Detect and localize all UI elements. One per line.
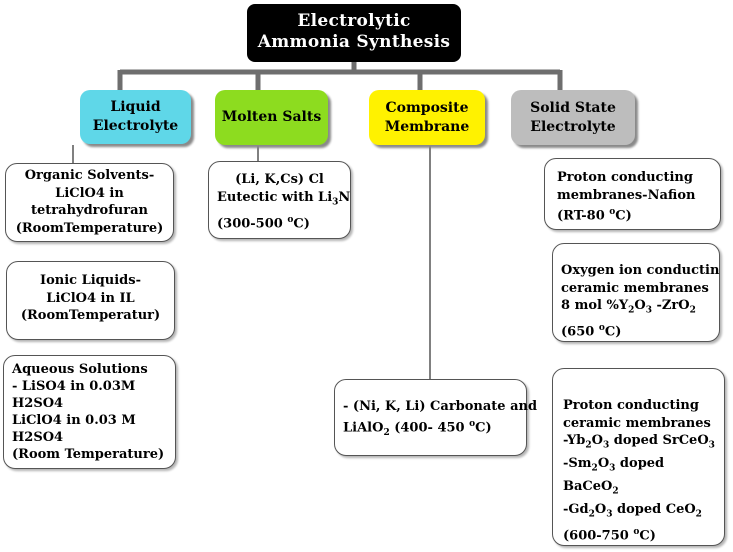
text-line: (600-750 oC) xyxy=(563,527,656,544)
text-line: - (Ni, K, Li) Carbonate and xyxy=(343,399,538,414)
category-label-line1: Composite xyxy=(385,99,469,116)
composite-membrane-box: - (Ni, K, Li) Carbonate and LiAlO2 (400-… xyxy=(334,379,538,456)
text-line: BaCeO2 xyxy=(563,479,619,497)
text-line: H2SO4 xyxy=(12,430,64,445)
text-line: (RoomTemperature) xyxy=(15,220,164,236)
text-line: Proton conducting xyxy=(557,170,693,185)
root-title-line1: Electrolytic xyxy=(297,11,411,31)
category-label-line2: Membrane xyxy=(384,118,470,135)
category-label-line1: Solid State xyxy=(530,99,616,116)
text-line: Oxygen ion conductin xyxy=(561,263,720,278)
text-line: LiClO4 in xyxy=(55,185,124,201)
category-molten-salts: Molten Salts xyxy=(215,90,328,145)
text-line: Eutectic with Li3N xyxy=(217,189,351,208)
text-line: Organic Solvents- xyxy=(24,168,155,183)
category-label-line1: Molten Salts xyxy=(221,109,322,125)
text-line: LiClO4 in IL xyxy=(46,290,135,306)
text-line: -Sm2O3 doped xyxy=(563,456,665,474)
solid-nafion-box: Proton conducting membranes-Nafion (RT-8… xyxy=(544,158,721,230)
text-line: Ionic Liquids- xyxy=(40,273,141,288)
liquid-ionic-liquids-box: Ionic Liquids- LiClO4 in IL (RoomTempera… xyxy=(6,261,175,340)
category-composite-membrane: Composite Membrane xyxy=(369,90,485,145)
text-line: - LiSO4 in 0.03M xyxy=(12,379,136,394)
text-line: -Gd2O3 doped CeO2 xyxy=(563,502,702,520)
text-line: (Li, K,Cs) Cl xyxy=(235,172,324,187)
text-line: tetrahydrofuran xyxy=(31,203,148,218)
text-line: H2SO4 xyxy=(12,396,64,411)
category-label-line2: Electrolyte xyxy=(530,118,616,135)
text-line: 8 mol %Y2O3 -ZrO2 xyxy=(561,298,696,316)
text-line: Aqueous Solutions xyxy=(12,362,148,377)
text-line: ceramic membranes xyxy=(561,280,709,296)
text-line: membranes-Nafion xyxy=(557,187,696,203)
solid-proton-ceramic-box: Proton conducting ceramic membranes -Yb2… xyxy=(552,368,725,546)
text-line: -Yb2O3 doped SrCeO3 xyxy=(563,433,715,451)
category-label-line1: Liquid xyxy=(110,99,161,115)
text-line: (300-500 oC) xyxy=(217,214,310,231)
text-line: ceramic membranes xyxy=(563,415,711,431)
solid-oxygen-ion-box: Oxygen ion conductin ceramic membranes 8… xyxy=(552,243,720,342)
text-line: (RoomTemperatur) xyxy=(20,308,161,323)
text-line: (650 oC) xyxy=(561,323,622,340)
liquid-organic-solvents-box: Organic Solvents- LiClO4 in tetrahydrofu… xyxy=(5,163,174,242)
text-line: (Room Temperature) xyxy=(12,447,165,462)
text-line: LiClO4 in 0.03 M xyxy=(12,413,136,428)
category-liquid-electrolyte: Liquid Electrolyte xyxy=(80,90,191,144)
text-line: Proton conducting xyxy=(563,398,699,413)
category-label-line2: Electrolyte xyxy=(92,118,179,134)
root-node: Electrolytic Ammonia Synthesis xyxy=(247,4,461,62)
root-title-line2: Ammonia Synthesis xyxy=(257,32,451,52)
molten-salts-box: (Li, K,Cs) Cl Eutectic with Li3N (300-50… xyxy=(208,161,351,239)
category-solid-state-electrolyte: Solid State Electrolyte xyxy=(511,90,635,145)
text-line: LiAlO2 (400- 450 oC) xyxy=(343,418,492,438)
text-line: (RT-80 oC) xyxy=(557,207,632,224)
liquid-aqueous-solutions-box: Aqueous Solutions - LiSO4 in 0.03M H2SO4… xyxy=(3,355,176,469)
